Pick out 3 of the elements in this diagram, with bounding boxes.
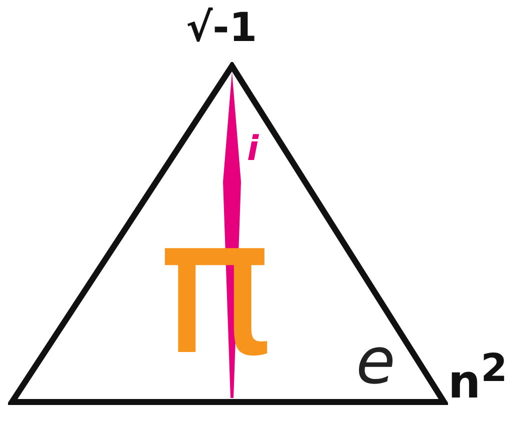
square-root-label: √-1 [186,8,258,48]
n-squared-label: n$^{2}$ [448,350,508,404]
e-symbol: e [356,330,396,394]
